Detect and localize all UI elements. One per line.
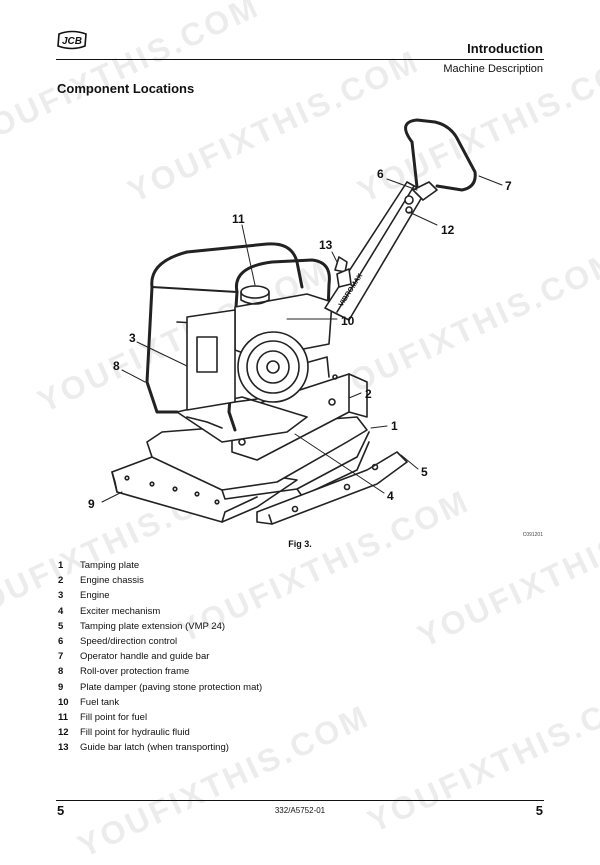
operator-handle (404, 118, 477, 192)
legend-item: 9 Plate damper (paving stone protection m… (58, 680, 262, 695)
callout-leaders (101, 175, 503, 503)
legend-text: Operator handle and guide bar (80, 651, 210, 663)
legend-number: 4 (58, 605, 64, 617)
component-legend: 1 Tamping plate 2 Engine chassis 3 Engine 4… (58, 558, 262, 755)
callout-13: 13 (319, 238, 333, 252)
legend-text: Engine (80, 590, 110, 602)
figure-caption: Fig 3. (288, 539, 312, 549)
speed-control (412, 181, 438, 201)
callout-10: 10 (341, 314, 355, 328)
legend-text: Fill point for hydraulic fluid (80, 727, 190, 739)
legend-number: 11 (58, 711, 69, 723)
legend-item: 7 Operator handle and guide bar (58, 649, 262, 664)
legend-number: 7 (58, 651, 64, 663)
callout-8: 8 (113, 359, 120, 373)
footer-rule (56, 800, 544, 801)
legend-item: 13 Guide bar latch (when transporting) (58, 740, 262, 755)
callout-2: 2 (365, 387, 372, 401)
legend-number: 3 (58, 590, 64, 602)
callout-5: 5 (421, 465, 428, 479)
legend-item: 12 Fill point for hydraulic fluid (58, 725, 262, 740)
page-number-left: 5 (57, 803, 65, 818)
legend-text: Guide bar latch (when transporting) (80, 742, 229, 754)
machine-figure: VIBROMAX 1 2 3 4 5 6 7 8 9 10 11 12 (88, 118, 512, 525)
legend-item: 6 Speed/direction control (58, 634, 262, 649)
legend-item: 1 Tamping plate (58, 558, 262, 573)
legend-number: 12 (58, 727, 69, 739)
watermark: YOUFIXTHIS.COM (362, 672, 600, 840)
hydraulic-fill-point (405, 206, 413, 214)
document-code: 332/A5752-01 (274, 806, 326, 815)
page-number-right: 5 (535, 803, 543, 818)
legend-number: 5 (58, 620, 64, 632)
subsection-title: Machine Description (443, 63, 543, 75)
legend-item: 8 Roll-over protection frame (58, 664, 262, 679)
legend-text: Tamping plate extension (VMP 24) (80, 620, 226, 632)
legend-number: 8 (58, 666, 64, 678)
section-title: Introduction (467, 41, 543, 56)
legend-item: 10 Fuel tank (58, 695, 262, 710)
callout-9: 9 (88, 497, 95, 511)
logo-text: JCB (62, 36, 82, 47)
legend-item: 5 Tamping plate extension (VMP 24) (58, 619, 262, 634)
legend-text: Engine chassis (80, 575, 144, 587)
legend-text: Fuel tank (80, 696, 120, 708)
fuel-fill-point (240, 285, 270, 299)
callout-1: 1 (391, 419, 398, 433)
legend-number: 1 (58, 560, 64, 571)
legend-text: Speed/direction control (80, 635, 178, 647)
rollover-frame (150, 242, 304, 289)
legend-text: Tamping plate (80, 560, 140, 571)
legend-number: 6 (58, 635, 64, 647)
callout-3: 3 (129, 331, 136, 345)
callout-11: 11 (232, 212, 245, 226)
legend-text: Roll-over protection frame (80, 666, 190, 678)
legend-item: 11 Fill point for fuel (58, 710, 262, 725)
legend-text: Exciter mechanism (80, 605, 161, 617)
legend-text: Plate damper (paving stone protection ma… (80, 681, 263, 693)
legend-number: 10 (58, 696, 69, 708)
callout-7: 7 (505, 179, 512, 193)
jcb-logo: JCB (57, 30, 87, 50)
legend-text: Fill point for fuel (80, 711, 148, 723)
callout-6: 6 (377, 167, 384, 181)
legend-number: 9 (58, 681, 64, 693)
figure-code: C091201 (522, 532, 543, 538)
legend-number: 13 (58, 742, 69, 754)
legend-number: 2 (58, 575, 64, 587)
legend-item: 4 Exciter mechanism (58, 604, 262, 619)
legend-item: 3 Engine (58, 588, 262, 603)
legend-item: 2 Engine chassis (58, 573, 262, 588)
page-title: Component Locations (57, 81, 195, 96)
callout-4: 4 (387, 489, 394, 503)
callout-12: 12 (441, 223, 455, 237)
engine-flywheel (237, 331, 309, 403)
header-rule (56, 59, 544, 60)
engine-block (186, 309, 236, 411)
